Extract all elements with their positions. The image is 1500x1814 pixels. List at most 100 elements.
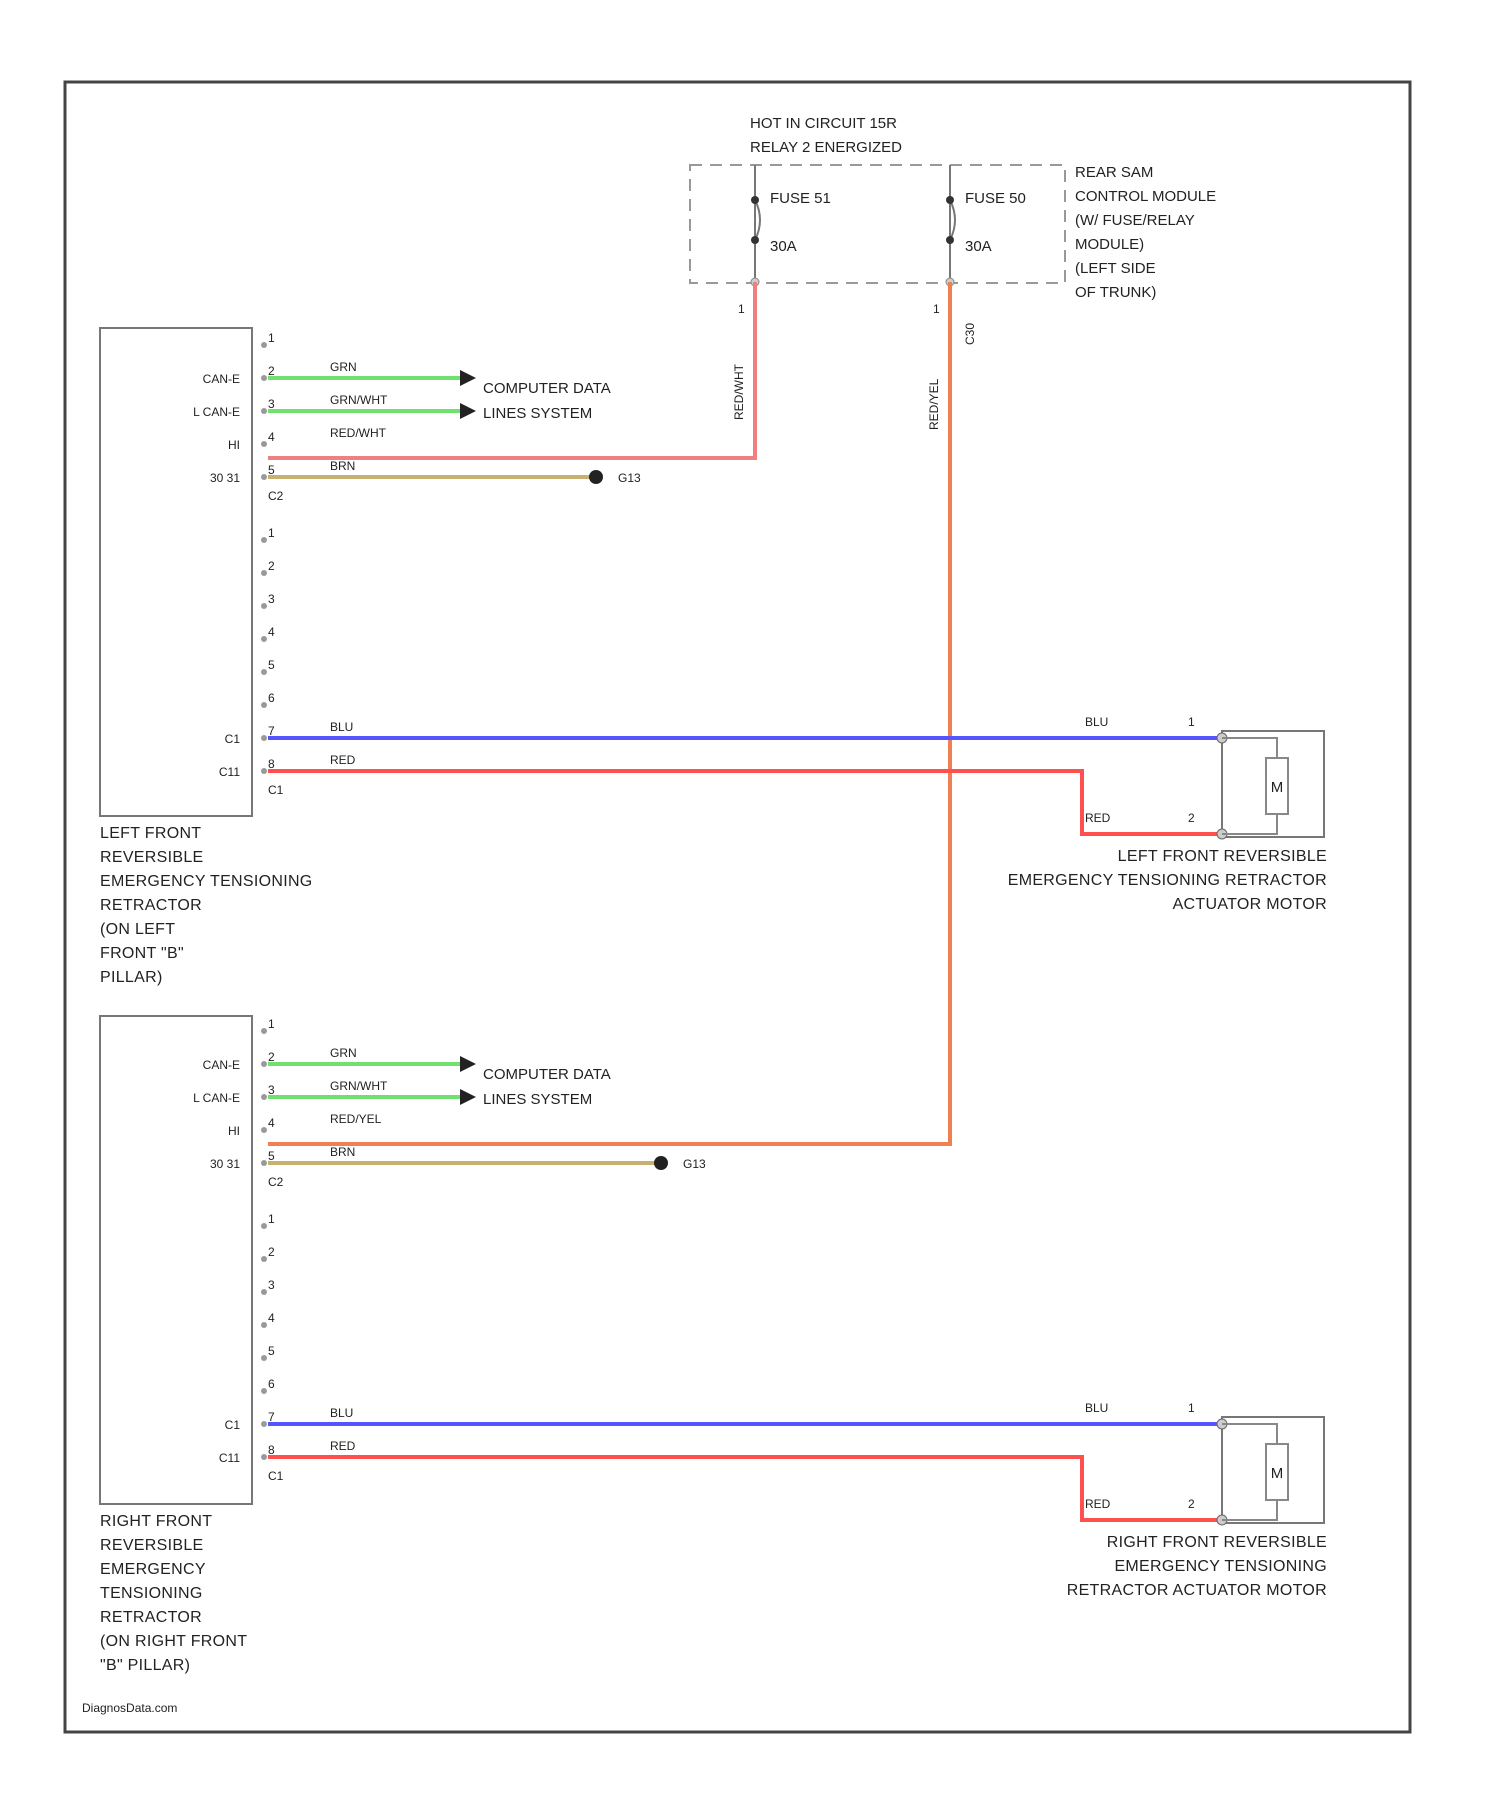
retractor-caption-line: (ON LEFT	[100, 921, 175, 938]
ground-point-icon	[654, 1156, 668, 1170]
retractor-caption-line: EMERGENCY	[100, 1561, 206, 1578]
motor-pin-1: 1	[1188, 1401, 1195, 1415]
c2-pin-terminal	[261, 1061, 267, 1067]
c1-pin-terminal	[261, 636, 267, 642]
c1-signal-label: C11	[219, 765, 240, 779]
wire-color-label: GRN/WHT	[330, 393, 388, 407]
c1-signal-label: C1	[225, 732, 241, 746]
c2-pin-number: 2	[268, 364, 275, 378]
motor-pin-2: 2	[1188, 1497, 1195, 1511]
ground-label: G13	[683, 1157, 706, 1171]
fuse-50-pin: 1	[933, 302, 940, 316]
c2-pin-terminal	[261, 375, 267, 381]
data-link-arrow-icon	[460, 370, 476, 386]
c1-pin-number: 5	[268, 658, 275, 672]
wire-color-label: GRN/WHT	[330, 1079, 388, 1093]
wire-color-label: RED	[330, 1439, 356, 1453]
fuse-51-amps: 30A	[770, 238, 797, 255]
c1-pin-number: 4	[268, 625, 275, 639]
retractor-caption-line: RIGHT FRONT	[100, 1513, 212, 1530]
data-link-label-line-1: COMPUTER DATA	[483, 380, 611, 397]
data-link-label-line-2: LINES SYSTEM	[483, 405, 592, 422]
c2-pin-terminal	[261, 1127, 267, 1133]
retractor-caption-line: FRONT "B"	[100, 945, 184, 962]
c1-signal-label: C1	[225, 1418, 241, 1432]
retractor-caption-line: EMERGENCY TENSIONING	[100, 873, 313, 890]
fuse-51: FUSE 51 30A 1	[738, 165, 831, 316]
c1-pin-terminal	[261, 1454, 267, 1460]
c1-pin-terminal	[261, 1223, 267, 1229]
c2-pin-number: 3	[268, 397, 275, 411]
retractor-caption-line: "B" PILLAR)	[100, 1657, 190, 1674]
retractor-caption-line: TENSIONING	[100, 1585, 203, 1602]
c1-connector-label: C1	[268, 1469, 284, 1483]
c2-pin-terminal	[261, 1160, 267, 1166]
c1-pin-terminal	[261, 1289, 267, 1295]
retractor-caption-line: REVERSIBLE	[100, 1537, 203, 1554]
hot-label-line-2: RELAY 2 ENERGIZED	[750, 139, 902, 156]
c2-pin-terminal	[261, 474, 267, 480]
c1-pin-number: 8	[268, 1443, 275, 1457]
motor-caption-line: RIGHT FRONT REVERSIBLE	[1107, 1534, 1327, 1551]
c1-pin-terminal	[261, 702, 267, 708]
data-link-arrow-icon	[460, 1056, 476, 1072]
wire-color-label: RED/YEL	[330, 1112, 382, 1126]
c1-pin-terminal	[261, 603, 267, 609]
retractor-caption-line: REVERSIBLE	[100, 849, 203, 866]
wire-color-label: BRN	[330, 1145, 355, 1159]
c2-pin-number: 3	[268, 1083, 275, 1097]
module-label-line-2: CONTROL MODULE	[1075, 188, 1216, 205]
wire-color-label: BRN	[330, 459, 355, 473]
retractor-caption-line: RETRACTOR	[100, 897, 202, 914]
motor-symbol: M	[1271, 1465, 1284, 1482]
fuse-50: FUSE 50 30A 1	[933, 165, 1026, 316]
motor-caption-line: EMERGENCY TENSIONING RETRACTOR	[1008, 872, 1327, 889]
c2-connector-label: C2	[268, 1175, 284, 1189]
ground-point-icon	[589, 470, 603, 484]
fuse-relay-module	[690, 165, 1065, 283]
wire	[268, 771, 1222, 834]
c1-pin-terminal	[261, 768, 267, 774]
c2-signal-label: L CAN-E	[193, 1091, 240, 1105]
c2-pin-number: 1	[268, 1017, 275, 1031]
c2-pin-number: 1	[268, 331, 275, 345]
motor-pin-2: 2	[1188, 811, 1195, 825]
wire-color-label: RED	[330, 753, 356, 767]
c2-signal-label: HI	[228, 1124, 240, 1138]
wire-color-label: BLU	[330, 1406, 353, 1420]
module-label-line-1: REAR SAM	[1075, 164, 1153, 181]
c2-pin-number: 5	[268, 463, 275, 477]
c1-pin-terminal	[261, 1256, 267, 1262]
data-link-label-line-1: COMPUTER DATA	[483, 1066, 611, 1083]
fuse-50-name: FUSE 50	[965, 190, 1026, 207]
c1-pin-number: 5	[268, 1344, 275, 1358]
c1-pin-number: 2	[268, 559, 275, 573]
c1-pin-terminal	[261, 570, 267, 576]
c1-pin-number: 1	[268, 1212, 275, 1226]
c1-pin-number: 7	[268, 1410, 275, 1424]
fuse-50-amps: 30A	[965, 238, 992, 255]
c1-pin-terminal	[261, 1421, 267, 1427]
data-link-arrow-icon	[460, 1089, 476, 1105]
feed-wire-fuse-50-color: RED/YEL	[927, 378, 941, 430]
feed-wire-fuse-51-color: RED/WHT	[732, 363, 746, 420]
c2-pin-number: 4	[268, 1116, 275, 1130]
c2-pin-terminal	[261, 408, 267, 414]
retractor-caption-line: PILLAR)	[100, 969, 163, 986]
c1-pin-terminal	[261, 1355, 267, 1361]
motor-caption-line: LEFT FRONT REVERSIBLE	[1118, 848, 1327, 865]
c2-signal-label: 30 31	[210, 471, 240, 485]
c1-signal-label: C11	[219, 1451, 240, 1465]
c2-signal-label: CAN-E	[203, 372, 240, 386]
motor-wire-1-color: BLU	[1085, 715, 1108, 729]
c1-pin-terminal	[261, 1388, 267, 1394]
c2-pin-terminal	[261, 342, 267, 348]
motor-wire-2-color: RED	[1085, 811, 1111, 825]
c2-pin-terminal	[261, 441, 267, 447]
motor-symbol: M	[1271, 779, 1284, 796]
c1-pin-number: 4	[268, 1311, 275, 1325]
c2-signal-label: HI	[228, 438, 240, 452]
motor-wire-1-color: BLU	[1085, 1401, 1108, 1415]
